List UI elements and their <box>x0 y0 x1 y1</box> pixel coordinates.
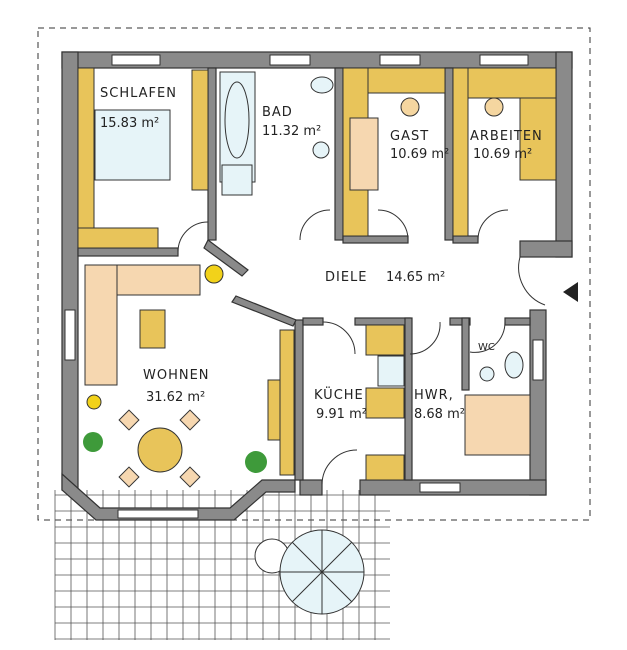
entrance-arrow-icon <box>563 282 578 302</box>
room-labels: SCHLAFEN 15.83 m² BAD 11.32 m² GAST 10.6… <box>100 86 543 422</box>
plant-icon <box>83 432 267 473</box>
lamp-icon <box>204 264 224 284</box>
furniture <box>77 67 557 615</box>
room-name-bad: BAD <box>262 105 293 120</box>
room-name-wohnen: WOHNEN <box>143 368 210 383</box>
room-name-kueche: KÜCHE <box>314 386 364 403</box>
room-name-schlafen: SCHLAFEN <box>100 86 177 101</box>
room-area-schlafen: 15.83 m² <box>100 116 159 131</box>
room-area-hwr: 8.68 m² <box>414 407 465 422</box>
room-name-hwr: HWR, <box>414 388 454 403</box>
property-boundary <box>37 27 591 521</box>
room-name-arbeiten: ARBEITEN <box>470 129 543 144</box>
room-area-bad: 11.32 m² <box>262 124 321 139</box>
room-name-gast: GAST <box>390 129 429 144</box>
room-area-kueche: 9.91 m² <box>316 407 367 422</box>
room-name-wc: WC <box>478 342 495 353</box>
room-area-gast: 10.69 m² <box>390 147 449 162</box>
room-area-wohnen: 31.62 m² <box>146 390 205 405</box>
room-area-diele: 14.65 m² <box>386 270 445 285</box>
room-area-arbeiten: 10.69 m² <box>473 147 532 162</box>
lamp-icon <box>86 394 102 410</box>
umbrella-icon <box>279 529 365 615</box>
exterior-walls <box>61 51 573 521</box>
room-name-diele: DIELE <box>325 270 368 285</box>
interior-walls <box>77 67 531 481</box>
doors <box>177 209 546 486</box>
